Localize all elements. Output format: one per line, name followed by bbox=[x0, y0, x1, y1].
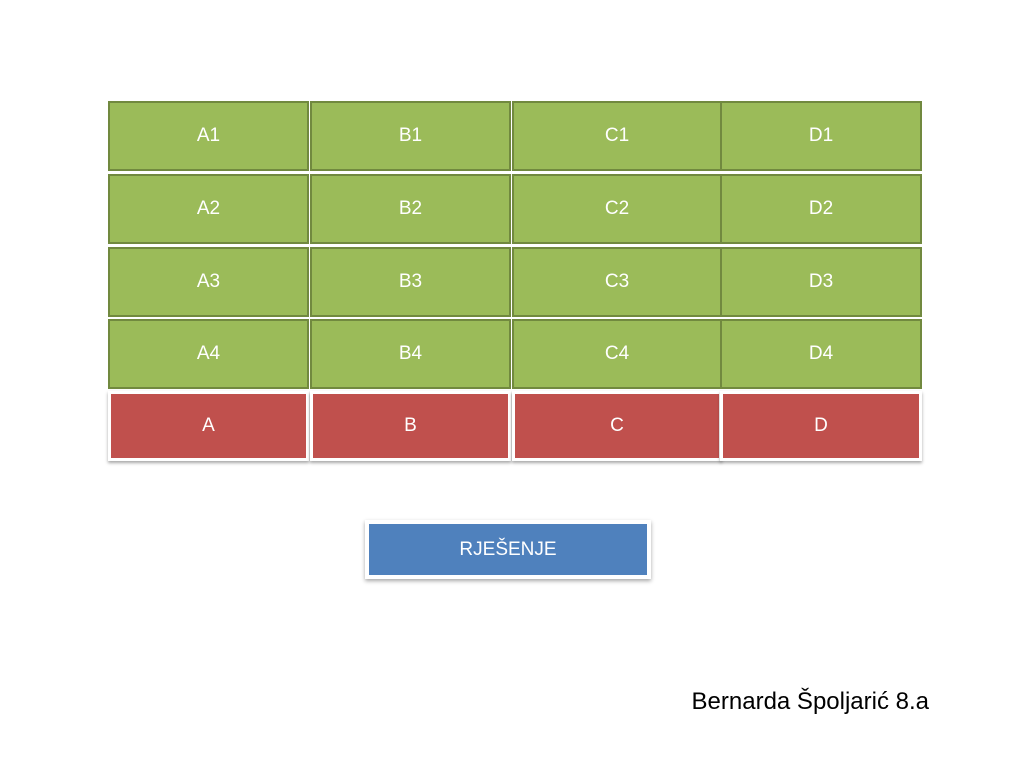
clue-cell-d3[interactable]: D3 bbox=[720, 247, 922, 317]
clue-cell-a4[interactable]: A4 bbox=[108, 319, 309, 389]
clue-cell-a1[interactable]: A1 bbox=[108, 101, 309, 171]
clue-cell-d1[interactable]: D1 bbox=[720, 101, 922, 171]
clue-cell-b1[interactable]: B1 bbox=[310, 101, 511, 171]
answer-cell-c[interactable]: C bbox=[512, 391, 722, 461]
clue-cell-d4[interactable]: D4 bbox=[720, 319, 922, 389]
clue-cell-b2[interactable]: B2 bbox=[310, 174, 511, 244]
clue-cell-c4[interactable]: C4 bbox=[512, 319, 722, 389]
solution-button[interactable]: RJEŠENJE bbox=[365, 520, 651, 579]
clue-cell-d2[interactable]: D2 bbox=[720, 174, 922, 244]
clue-cell-a3[interactable]: A3 bbox=[108, 247, 309, 317]
clue-cell-c1[interactable]: C1 bbox=[512, 101, 722, 171]
clue-cell-b3[interactable]: B3 bbox=[310, 247, 511, 317]
answer-cell-a[interactable]: A bbox=[108, 391, 309, 461]
answer-cell-d[interactable]: D bbox=[720, 391, 922, 461]
author-credit: Bernarda Špoljarić 8.a bbox=[691, 688, 929, 715]
clue-cell-b4[interactable]: B4 bbox=[310, 319, 511, 389]
answer-cell-b[interactable]: B bbox=[310, 391, 511, 461]
clue-cell-c3[interactable]: C3 bbox=[512, 247, 722, 317]
clue-cell-c2[interactable]: C2 bbox=[512, 174, 722, 244]
clue-cell-a2[interactable]: A2 bbox=[108, 174, 309, 244]
